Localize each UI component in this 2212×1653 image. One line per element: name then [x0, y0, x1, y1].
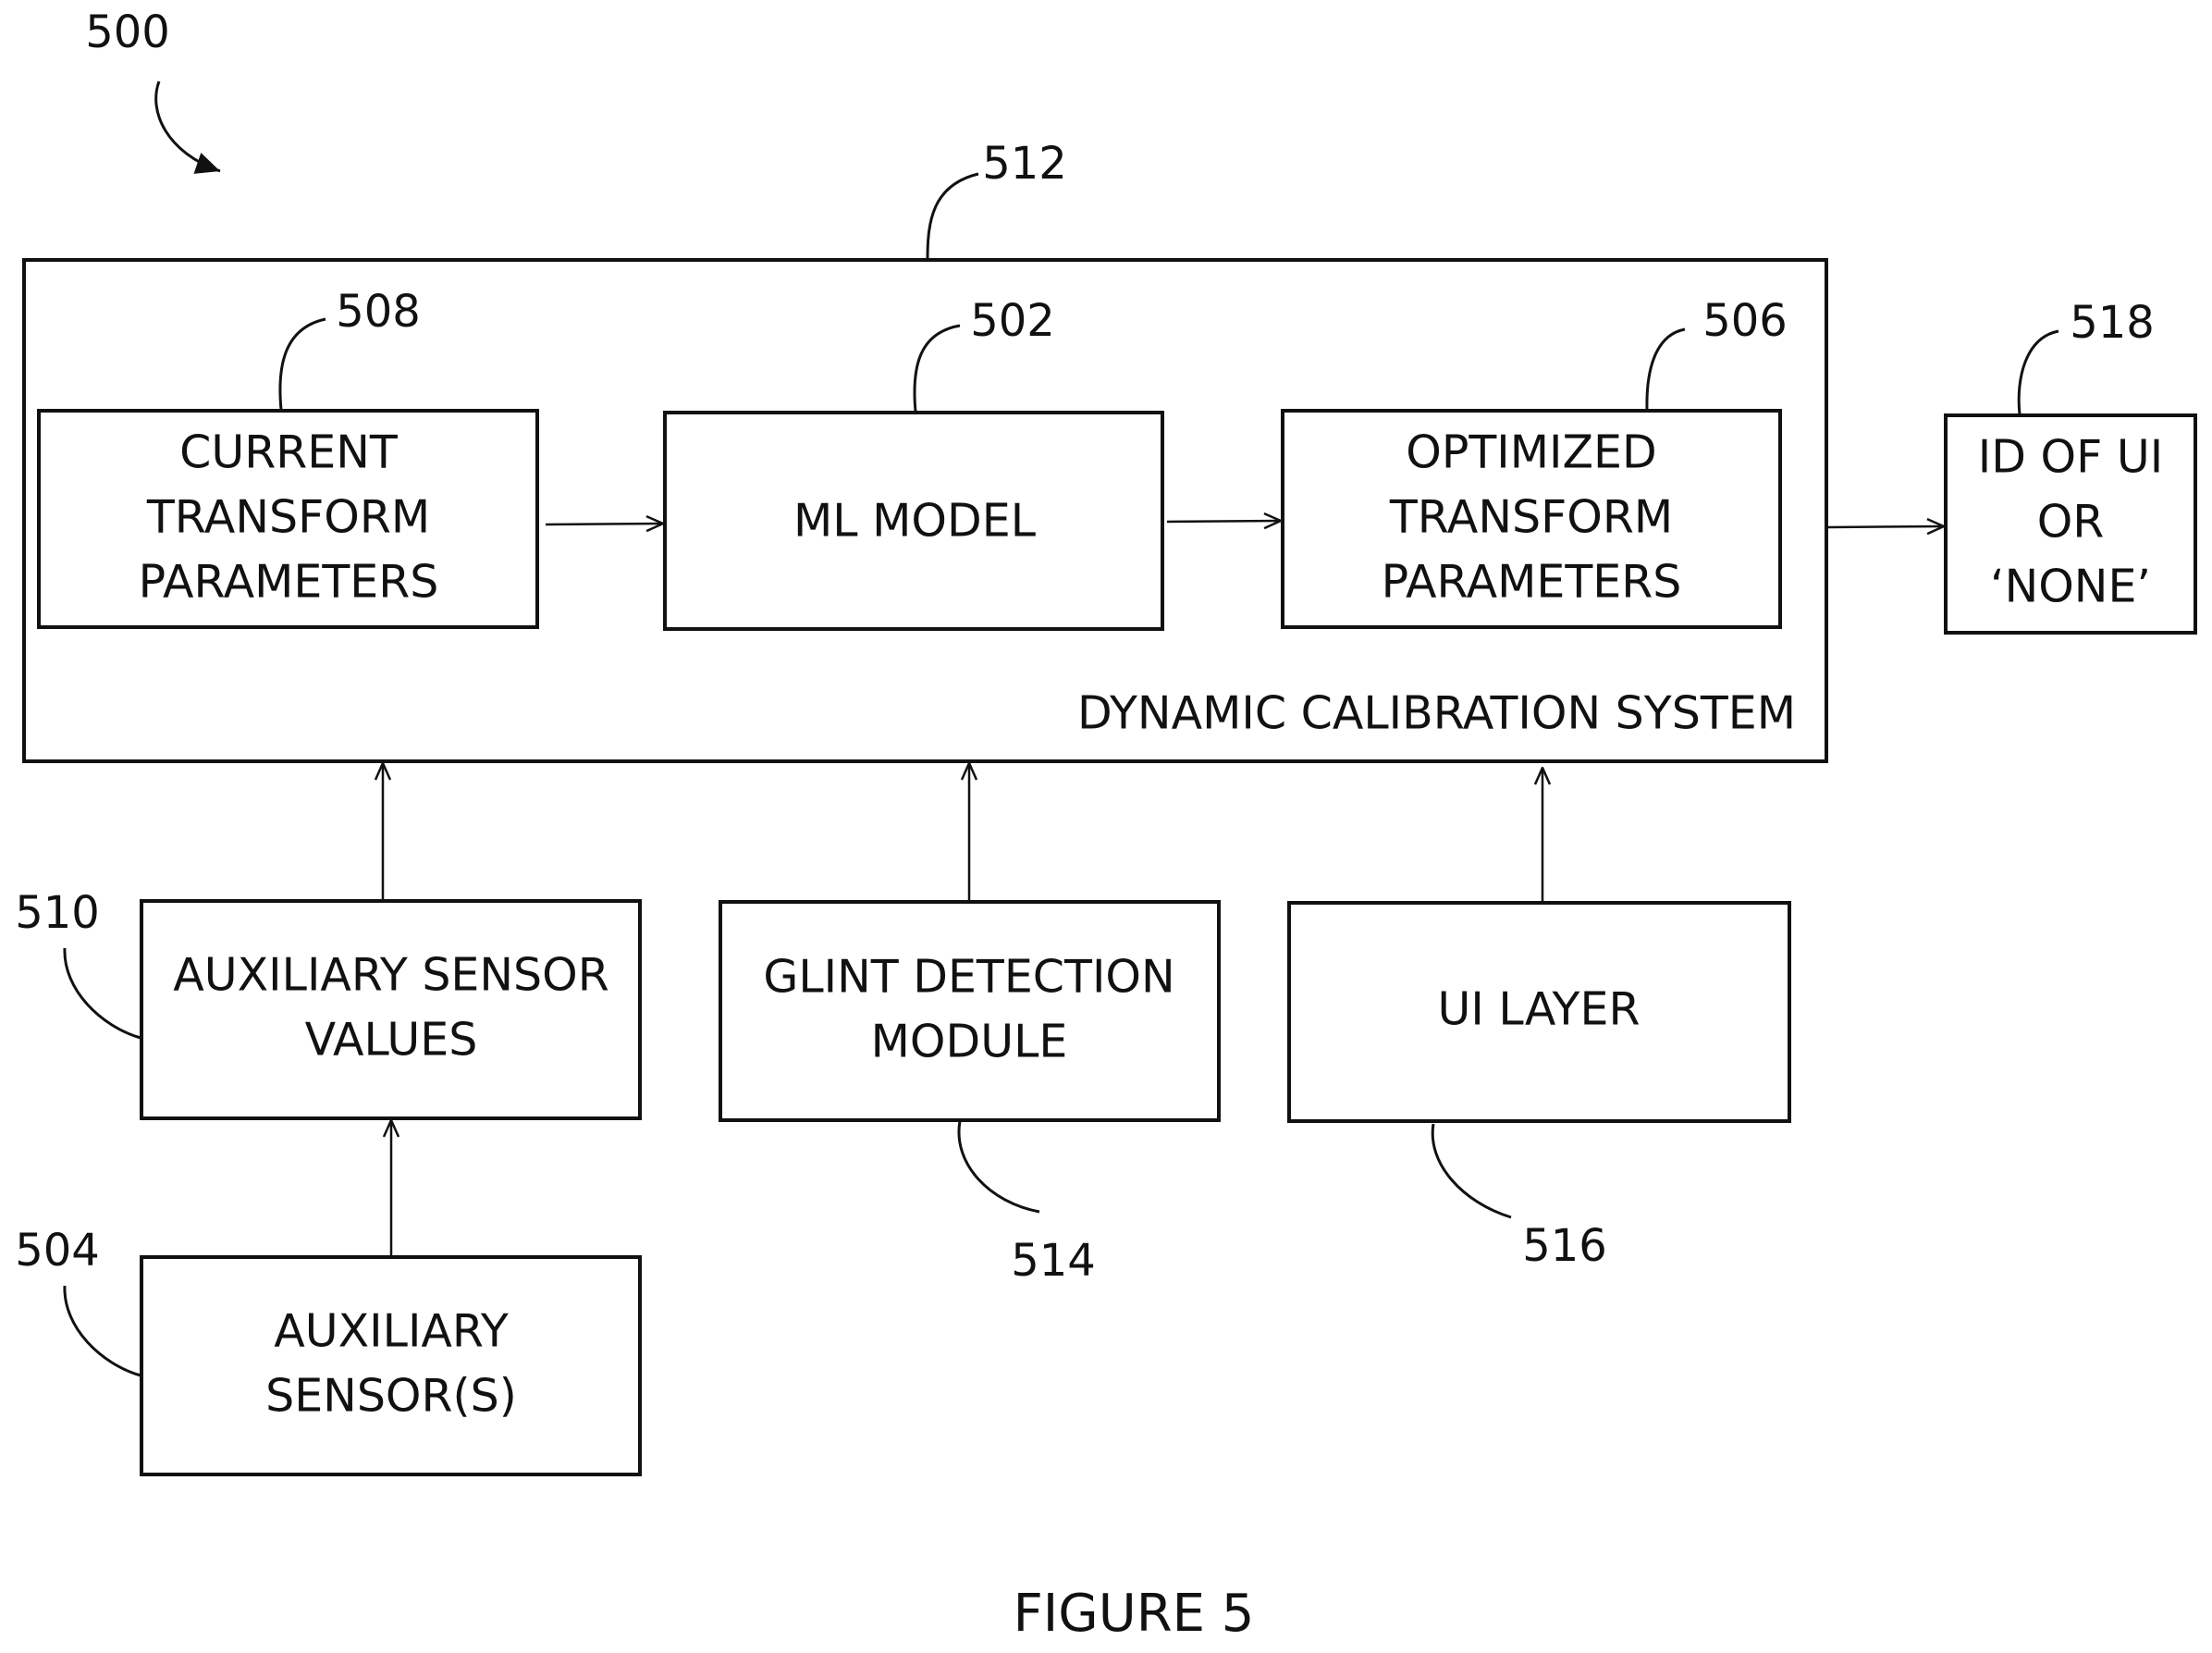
ref-leader-506: [1647, 329, 1685, 410]
aux-sensors-line-2: SENSOR(S): [265, 1370, 517, 1423]
ref-508: 508: [336, 286, 421, 338]
output-ui-id-block: ID OF UI OR ‘NONE’: [1946, 415, 2195, 633]
ml-model-line-1: ML MODEL: [793, 495, 1037, 548]
ref-502: 502: [970, 295, 1055, 347]
figure-caption: FIGURE 5: [1014, 1584, 1255, 1644]
ref-514: 514: [1011, 1235, 1096, 1287]
ref-leader-508: [280, 319, 326, 410]
current-transform-line-1: CURRENT: [179, 426, 399, 479]
ref-506: 506: [1702, 295, 1788, 347]
ui-layer-line-1: UI LAYER: [1438, 983, 1641, 1036]
ref-510: 510: [15, 887, 100, 939]
current-transform-parameters-block: CURRENT TRANSFORM PARAMETERS: [39, 411, 537, 627]
ref-512: 512: [982, 138, 1067, 190]
figure-pointer-arrow: [156, 81, 220, 171]
arrow-system-to-output: [1828, 526, 1944, 527]
optimized-transform-line-1: OPTIMIZED: [1406, 426, 1657, 479]
glint-line-1: GLINT DETECTION: [763, 951, 1174, 1004]
optimized-transform-line-2: TRANSFORM: [1389, 491, 1673, 544]
aux-sensors-line-1: AUXILIARY: [274, 1305, 510, 1358]
ref-leader-504: [65, 1286, 141, 1375]
optimized-transform-line-3: PARAMETERS: [1382, 556, 1682, 609]
dynamic-calibration-system-label: DYNAMIC CALIBRATION SYSTEM: [1077, 687, 1796, 740]
output-line-2: OR: [2037, 496, 2105, 549]
ref-504: 504: [15, 1225, 100, 1277]
arrow-ml-to-optimized: [1167, 521, 1281, 522]
glint-line-2: MODULE: [871, 1016, 1068, 1068]
auxiliary-sensors-block: AUXILIARY SENSOR(S): [141, 1257, 640, 1474]
output-line-3: ‘NONE’: [1990, 561, 2151, 613]
ref-516: 516: [1522, 1220, 1607, 1272]
ref-leader-514: [959, 1121, 1039, 1212]
output-line-1: ID OF UI: [1978, 431, 2163, 484]
current-transform-line-3: PARAMETERS: [139, 556, 439, 609]
ref-518: 518: [2070, 297, 2155, 349]
auxiliary-sensor-values-block: AUXILIARY SENSOR VALUES: [141, 901, 640, 1118]
figure-number: 500: [85, 6, 170, 58]
current-transform-line-2: TRANSFORM: [146, 491, 430, 544]
glint-detection-module-block: GLINT DETECTION MODULE: [720, 902, 1219, 1120]
ref-leader-502: [915, 326, 960, 412]
optimized-transform-parameters-block: OPTIMIZED TRANSFORM PARAMETERS: [1283, 411, 1780, 627]
ref-leader-510: [65, 948, 141, 1038]
ref-leader-518: [2019, 331, 2058, 414]
ml-model-block: ML MODEL: [665, 413, 1162, 629]
ref-leader-512: [928, 174, 978, 259]
aux-values-line-1: AUXILIARY SENSOR: [173, 949, 609, 1002]
ref-leader-516: [1432, 1124, 1511, 1217]
ui-layer-block: UI LAYER: [1289, 903, 1789, 1121]
aux-values-line-2: VALUES: [305, 1014, 478, 1067]
